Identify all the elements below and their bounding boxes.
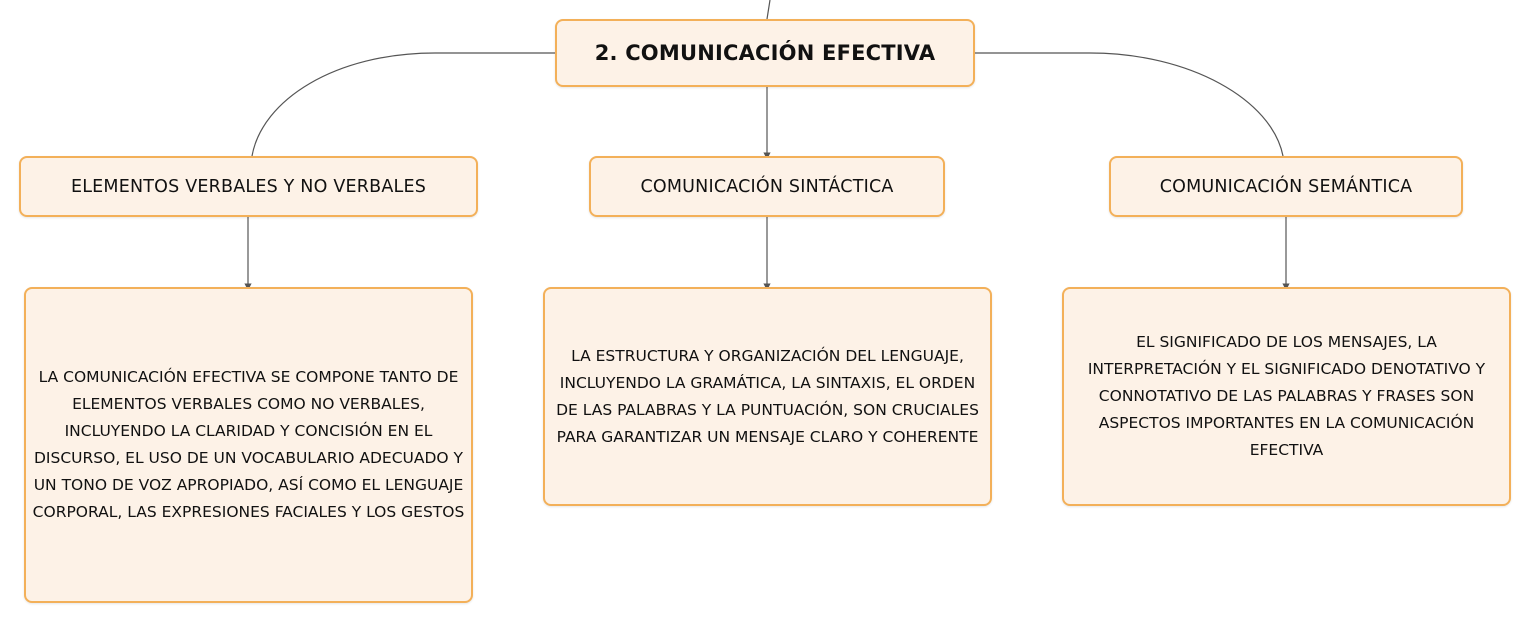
detail-node-semantica[interactable]: EL SIGNIFICADO DE LOS MENSAJES, LA INTER… [1062,287,1511,506]
detail-text: EL SIGNIFICADO DE LOS MENSAJES, LA INTER… [1087,333,1486,459]
connector-parent-to-root [766,0,771,20]
detail-node-sintactica[interactable]: LA ESTRUCTURA Y ORGANIZACIÓN DEL LENGUAJ… [543,287,992,506]
topic-title: COMUNICACIÓN SEMÁNTICA [1159,176,1413,197]
topic-title: COMUNICACIÓN SINTÁCTICA [640,176,894,197]
root-node[interactable]: 2. COMUNICACIÓN EFECTIVA [555,19,975,87]
connector-root-to-verbales [251,52,555,157]
topic-node-semantica[interactable]: COMUNICACIÓN SEMÁNTICA [1109,156,1463,217]
detail-node-verbales[interactable]: LA COMUNICACIÓN EFECTIVA SE COMPONE TANT… [24,287,473,603]
detail-text: LA COMUNICACIÓN EFECTIVA SE COMPONE TANT… [32,368,465,521]
topic-title: ELEMENTOS VERBALES Y NO VERBALES [70,176,427,197]
topic-node-verbales[interactable]: ELEMENTOS VERBALES Y NO VERBALES [19,156,478,217]
root-title: 2. COMUNICACIÓN EFECTIVA [594,41,936,65]
connector-root-to-semantica [975,52,1284,157]
detail-text: LA ESTRUCTURA Y ORGANIZACIÓN DEL LENGUAJ… [556,346,979,446]
topic-node-sintactica[interactable]: COMUNICACIÓN SINTÁCTICA [589,156,945,217]
